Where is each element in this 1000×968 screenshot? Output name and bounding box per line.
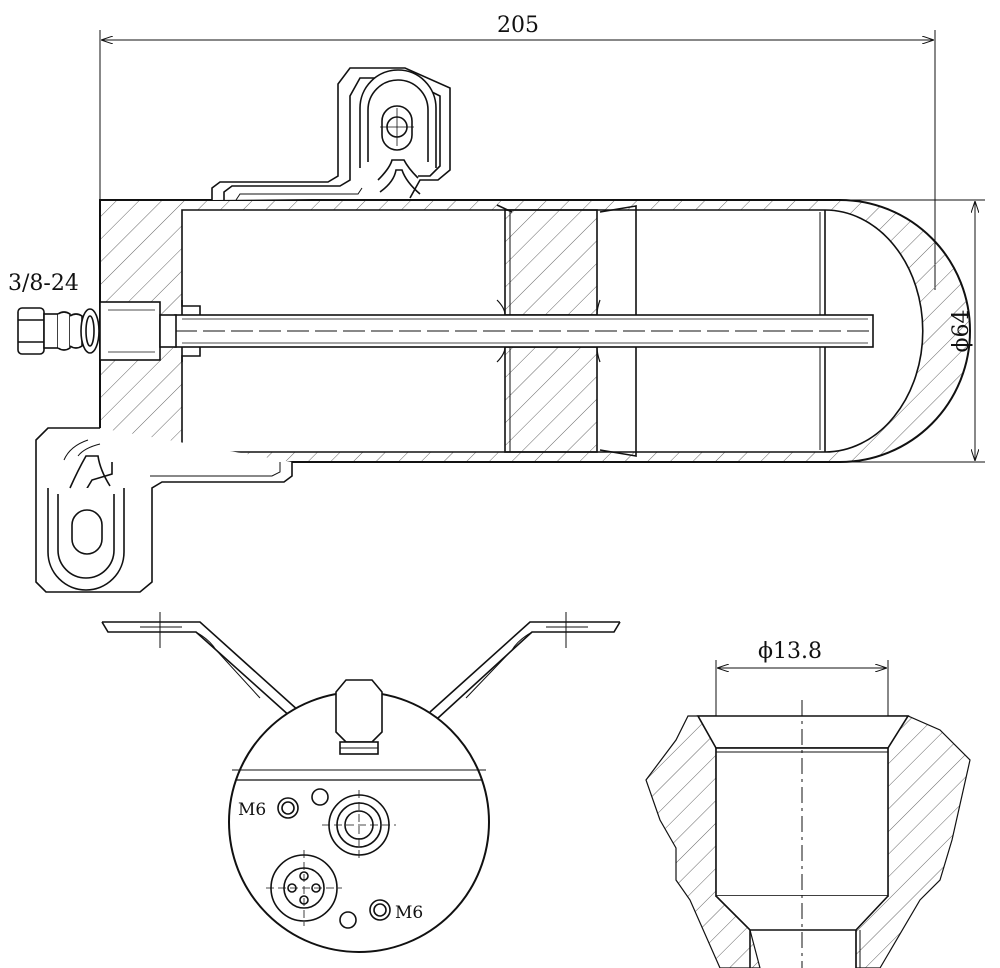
overall-length-label: 205 [497,13,539,38]
upper-bracket-side [211,67,451,201]
body-diameter-dimension [840,199,985,463]
end-view-body [228,679,490,953]
bolt-label-lower: M6 [395,903,423,923]
inlet-plug [17,307,100,355]
lower-bracket-side [35,427,293,593]
body-diameter-label: ϕ64 [949,310,974,353]
port-detail-section [645,660,971,968]
port-diameter-label: ϕ13.8 [758,639,822,664]
receiver-drier-section [99,199,971,463]
bolt-label-upper: M6 [238,800,266,820]
end-view-strap [101,612,621,719]
thread-size-label: 3/8-24 [8,271,79,296]
